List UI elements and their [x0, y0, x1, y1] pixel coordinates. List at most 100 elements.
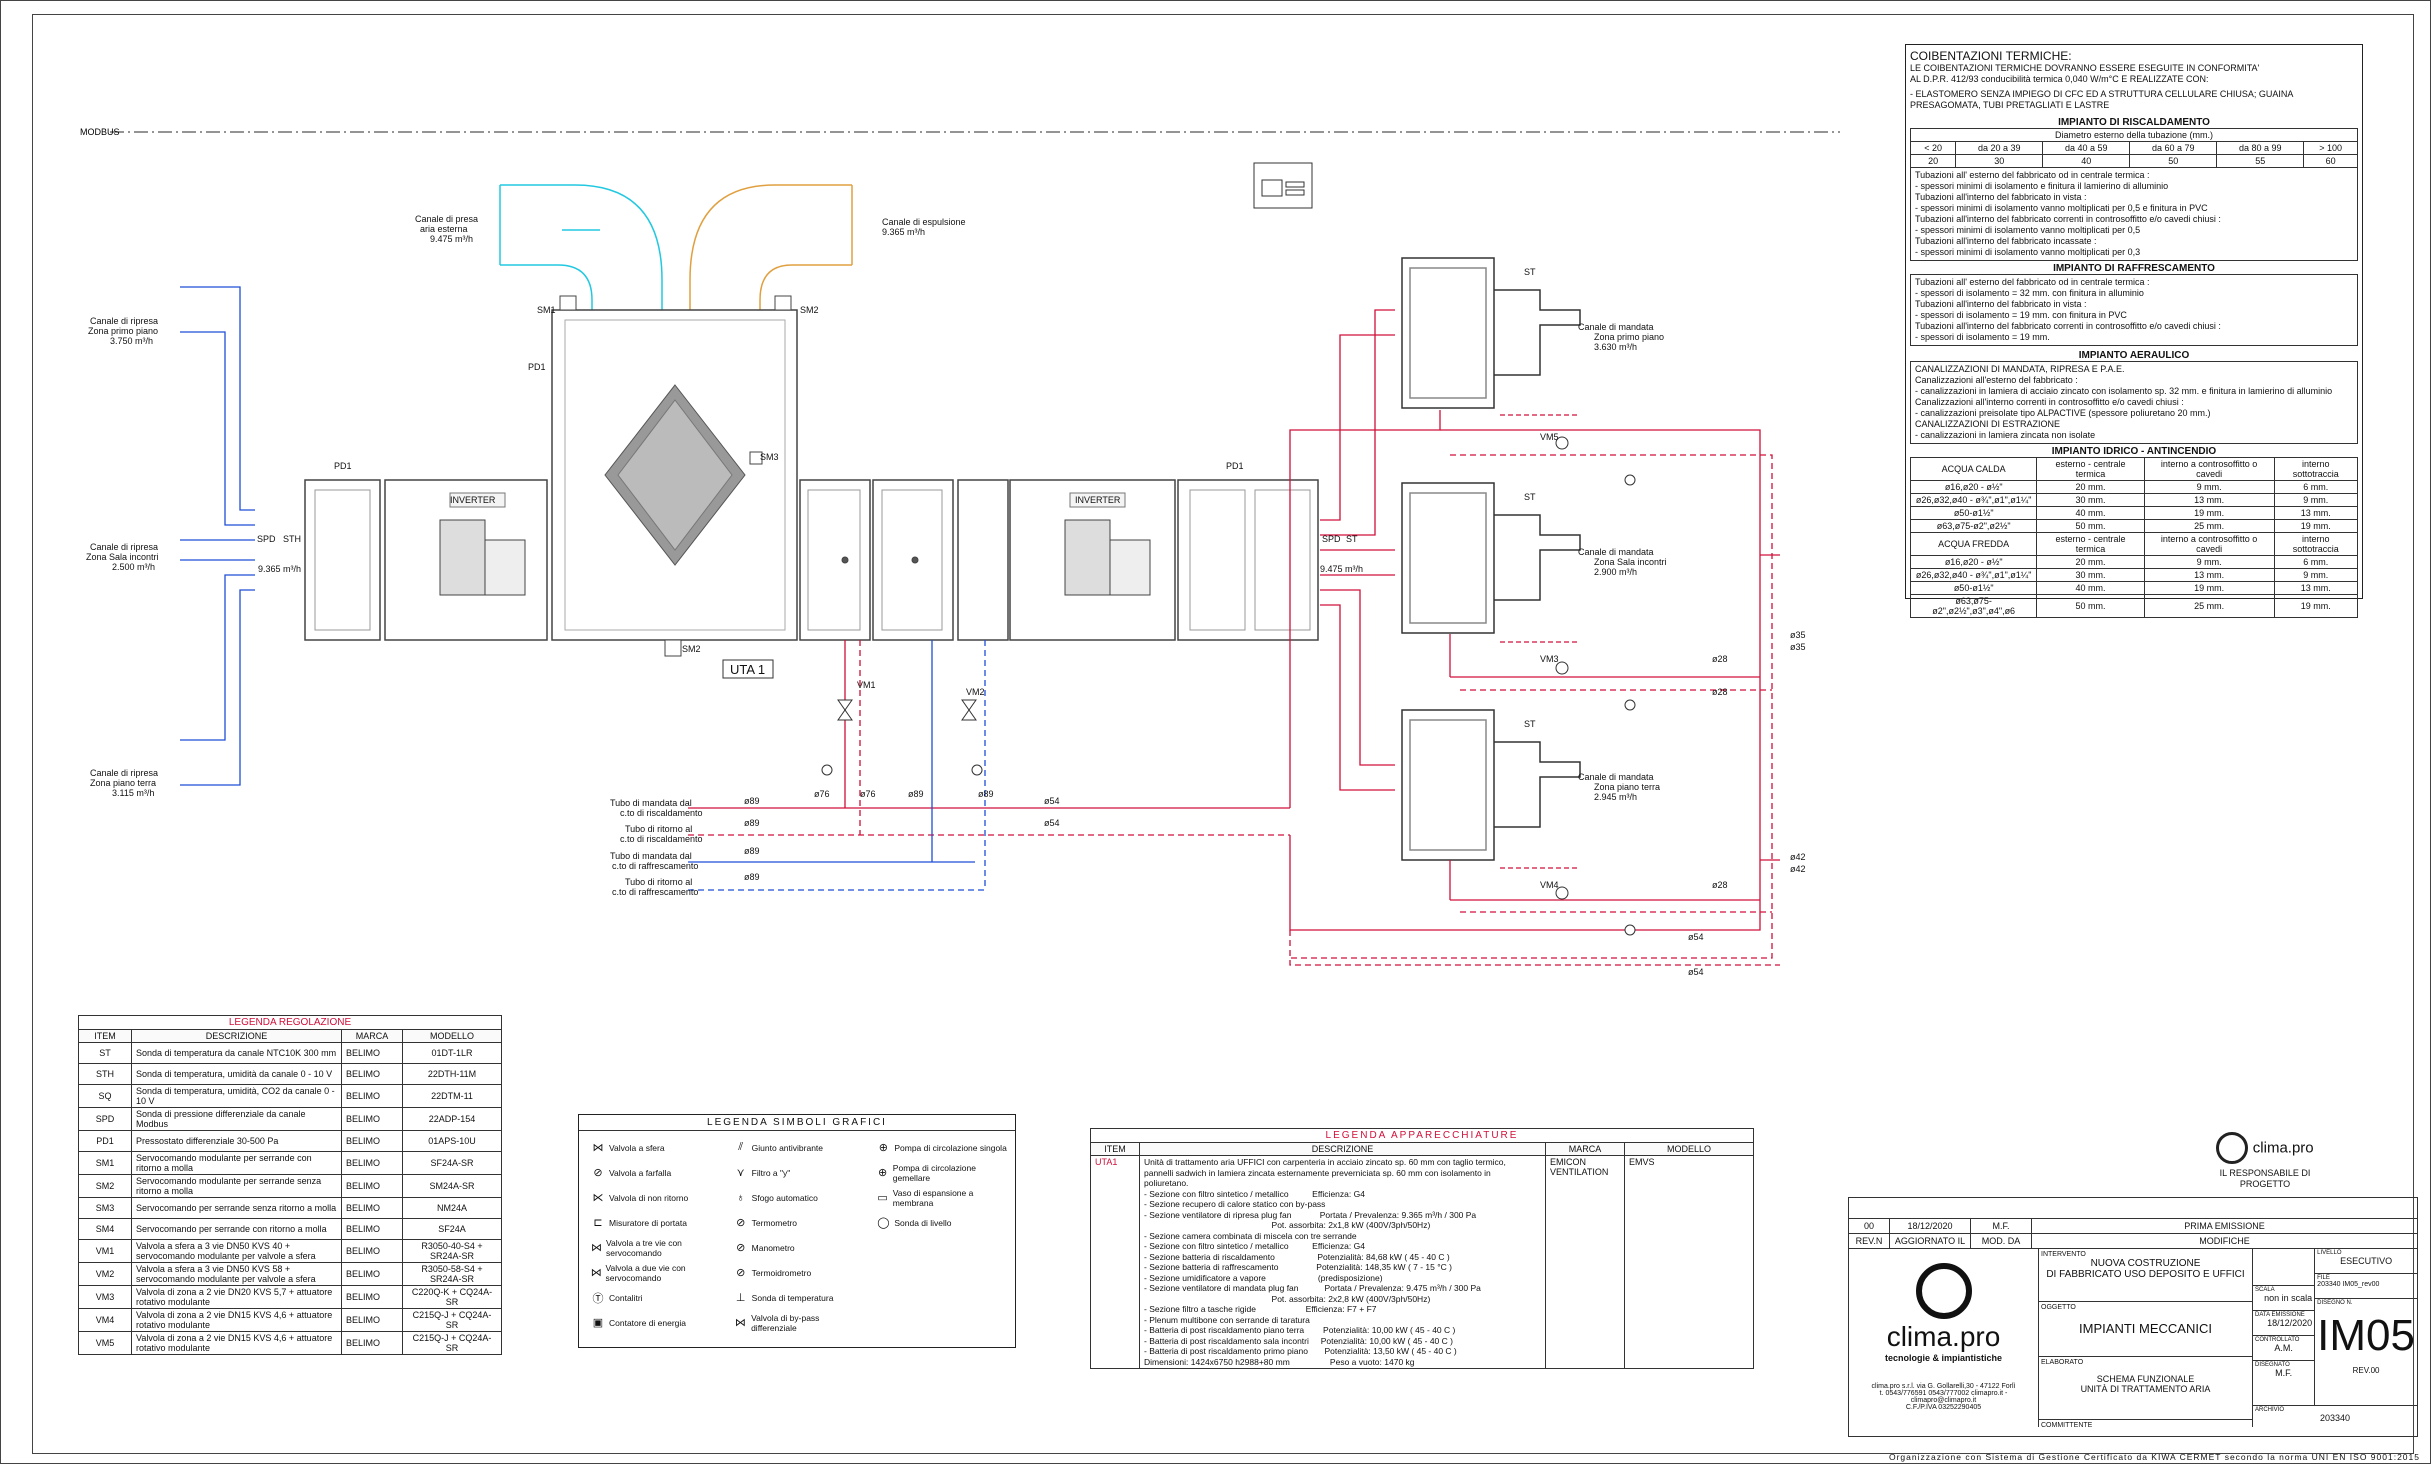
- water-cell: ø50-ø1½": [1909, 506, 2038, 520]
- modbus-label: MODBUS: [80, 127, 120, 137]
- water-cell: 19 mm.: [2273, 594, 2359, 618]
- pipe-size: ø42: [1790, 864, 1806, 874]
- note-line: Tubazioni all'interno del fabbricato inc…: [1915, 236, 2097, 246]
- logo-cell: clima.pro tecnologie & impiantistiche cl…: [1849, 1249, 2039, 1427]
- reg-cell: Sonda di pressione differenziale da cana…: [131, 1107, 342, 1131]
- pipe-size: ø35: [1790, 630, 1806, 640]
- symbol-item: ⊘Manometro: [730, 1235, 865, 1260]
- elaborato-2: UNITÀ DI TRATTAMENTO ARIA: [2080, 1384, 2211, 1394]
- rev-h-desc: MODIFICHE: [2199, 1236, 2250, 1246]
- reg-cell: BELIMO: [341, 1218, 403, 1240]
- diam-header: da 20 a 39: [1955, 141, 2044, 155]
- diam-header: > 100: [2303, 141, 2358, 155]
- symbol-icon: ◯: [877, 1217, 890, 1229]
- symbol-label: Termometro: [751, 1217, 798, 1228]
- reg-cell: BELIMO: [341, 1063, 403, 1085]
- archivio: 203340: [2319, 1413, 2351, 1423]
- reg-cell: BELIMO: [341, 1107, 403, 1131]
- tag-pd1-b: PD1: [1226, 461, 1244, 471]
- eq-modello: EMVS: [1624, 1155, 1754, 1369]
- label-flow-out: 9.475 m³/h: [1320, 564, 1363, 574]
- water-cell: 40 mm.: [2036, 506, 2145, 520]
- pipe-size: ø76: [860, 789, 876, 799]
- intervento-1: NUOVA COSTRUZIONE: [2090, 1258, 2201, 1269]
- supply-ducts: [1320, 309, 1395, 791]
- tag-sm1: SM1: [537, 305, 556, 315]
- reg-cell: SQ: [78, 1084, 132, 1108]
- symbol-icon: ⫽: [738, 1141, 744, 1153]
- reg-cell: Valvola a sfera a 3 vie DN50 KVS 58 + se…: [131, 1262, 342, 1286]
- symbol-icon: ⊥: [735, 1292, 746, 1304]
- archivio-label: ARCHIVIO: [2255, 1407, 2285, 1413]
- symbol-item: ⊏Misuratore di portata: [587, 1210, 722, 1235]
- reg-cell: Sonda di temperatura da canale NTC10K 30…: [131, 1042, 342, 1064]
- symbol-icon: ▭: [877, 1192, 888, 1204]
- reg-cell: SM2: [78, 1174, 132, 1198]
- reg-cell: BELIMO: [341, 1151, 403, 1175]
- symbol-label: Valvola a farfalla: [609, 1167, 672, 1178]
- diam-value: 55: [2216, 154, 2305, 168]
- rev-date: 18/12/2020: [1890, 1219, 1971, 1233]
- symbol-label: Valvola a due vie con servocomando: [605, 1262, 686, 1283]
- controllato: A.M.: [2274, 1343, 2293, 1353]
- water-cell: 9 mm.: [2273, 568, 2359, 582]
- label-mandata1-2: Zona primo piano: [1594, 332, 1664, 342]
- diam-header: da 60 a 79: [2129, 141, 2218, 155]
- pipe-size: ø54: [1688, 932, 1704, 942]
- water-header: esterno - centrale termica: [2036, 532, 2145, 556]
- tag-sth: STH: [283, 534, 301, 544]
- symbol-icon: ⋎: [736, 1167, 745, 1179]
- reg-cell: Valvola di zona a 2 vie DN15 KVS 4,6 + a…: [131, 1331, 342, 1355]
- eq-col-modello: MODELLO: [1624, 1142, 1754, 1156]
- intervento-2: DI FABBRICATO USO DEPOSITO E UFFICI: [2046, 1269, 2245, 1280]
- water-cell: 40 mm.: [2036, 581, 2145, 595]
- tag-sm2: SM2: [800, 305, 819, 315]
- symbol-label: Giunto antivibrante: [751, 1142, 824, 1153]
- heating-pipes: [688, 410, 1780, 966]
- scala: non in scala: [2264, 1293, 2313, 1303]
- label-mandata2-2: Zona Sala incontri: [1594, 557, 1667, 567]
- symbol-icon: ⋈: [590, 1242, 602, 1254]
- pipe-size: ø54: [1044, 818, 1060, 828]
- water-cell: 13 mm.: [2273, 581, 2359, 595]
- eq-col-marca: MARCA: [1545, 1142, 1625, 1156]
- exhaust-duct: [689, 184, 853, 310]
- reg-cell: Sonda di temperatura, umidità, CO2 da ca…: [131, 1084, 342, 1108]
- label-mandata1-3: 3.630 m³/h: [1594, 342, 1637, 352]
- symbol-item: ⊘Valvola a farfalla: [587, 1160, 722, 1185]
- tag-sm3: SM3: [760, 452, 779, 462]
- file: 203340 IM05_rev00: [2317, 1281, 2380, 1288]
- dis-n-label: DISEGNO N.: [2317, 1300, 2353, 1306]
- label-mandata3-2: Zona piano terra: [1594, 782, 1660, 792]
- oggetto-label: OGGETTO: [2041, 1304, 2076, 1311]
- note-line: Tubazioni all'interno del fabbricato in …: [1915, 192, 2087, 202]
- label-tubo4-2: c.to di raffrescamento: [612, 887, 698, 897]
- reg-cell: PD1: [78, 1130, 132, 1152]
- note-line: - canalizzazioni preisolate tipo ALPACTI…: [1915, 408, 2211, 418]
- reg-cell: SM1: [78, 1151, 132, 1175]
- insulation-line-2: AL D.P.R. 412/93 conducibilità termica 0…: [1910, 74, 2209, 84]
- symbol-label: Vaso di espansione a membrana: [892, 1187, 974, 1208]
- cooling-title: IMPIANTO DI RAFFRESCAMENTO: [2053, 263, 2215, 274]
- reg-cell: BELIMO: [341, 1042, 403, 1064]
- reg-cell: BELIMO: [341, 1174, 403, 1198]
- diagram-labels: Canale di presa aria esterna 9.475 m³/h …: [86, 214, 1806, 977]
- symbol-label: Valvola di by-pass differenziale: [751, 1312, 820, 1333]
- insulation-title: COIBENTAZIONI TERMICHE:: [1910, 49, 2072, 63]
- reg-cell: SM4: [78, 1218, 132, 1240]
- eq-desc-line: poliuretano.: [1144, 1178, 1189, 1188]
- aeraulic-title: IMPIANTO AERAULICO: [2078, 350, 2190, 361]
- eq-item: UTA1: [1090, 1155, 1140, 1369]
- reg-cell: Valvola di zona a 2 vie DN20 KVS 5,7 + a…: [131, 1285, 342, 1309]
- eq-desc-line: - Batteria di post riscaldamento primo p…: [1144, 1346, 1457, 1356]
- water-cell: 9 mm.: [2143, 480, 2275, 494]
- reg-cell: VM2: [78, 1262, 132, 1286]
- tag-sm2-b: SM2: [682, 644, 701, 654]
- label-mandata2-1: Canale di mandata: [1578, 547, 1654, 557]
- reg-cell: 01APS-10U: [402, 1130, 502, 1152]
- water-cell: ø26,ø32,ø40 - ø¾",ø1",ø1¼": [1909, 493, 2038, 507]
- eq-marca: EMICON VENTILATION: [1545, 1155, 1625, 1369]
- symbols-legend: LEGENDA SIMBOLI GRAFICI ⋈Valvola a sfera…: [578, 1114, 1016, 1348]
- water-header: ACQUA CALDA: [1909, 457, 2038, 481]
- livello-label: LIVELLO: [2317, 1250, 2342, 1256]
